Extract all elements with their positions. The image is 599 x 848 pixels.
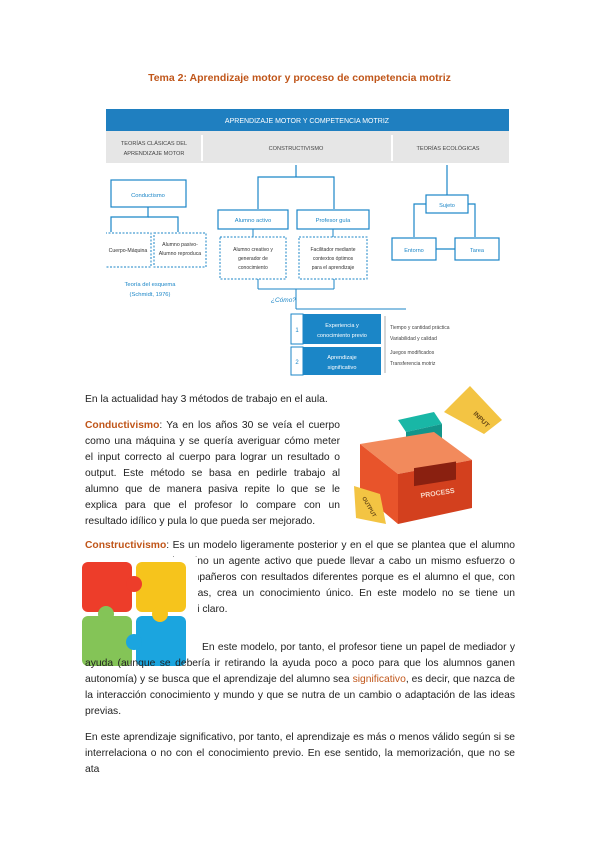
creativo-line1: Alumno creativo y bbox=[233, 247, 273, 253]
conductismo-box bbox=[110, 179, 187, 208]
conductismo-keyword: Conductivismo bbox=[85, 420, 160, 431]
significativo-keyword: significativo bbox=[352, 674, 406, 685]
facilitador-line2: contextos óptimos bbox=[313, 256, 354, 262]
modelo-paragraph: En este modelo, por tanto, el profesor t… bbox=[85, 642, 515, 717]
esquema-line2: (Schmidt, 1976) bbox=[130, 292, 171, 298]
concept-diagram: APRENDIZAJE MOTOR Y COMPETENCIA MOTRIZ T… bbox=[106, 109, 509, 376]
esquema-line1: Teoría del esquema bbox=[125, 282, 177, 288]
facilitador-line1: Facilitador mediante bbox=[310, 247, 355, 253]
list-item-3: Juegos modificados bbox=[390, 350, 435, 356]
conductismo-paragraph: Conductivismo: Ya en los años 30 se veía… bbox=[85, 420, 340, 527]
process-machine-illustration: INPUT PROCESS OUTPUT bbox=[354, 386, 502, 524]
col1-line2: APRENDIZAJE MOTOR bbox=[124, 151, 185, 157]
col3-heading: TEORÍAS ECOLÓGICAS bbox=[416, 145, 479, 152]
profesor-guia: Profesor guía bbox=[316, 218, 352, 224]
col1-line1: TEORÍAS CLÁSICAS DEL bbox=[121, 140, 187, 147]
conductismo-label: Conductismo bbox=[131, 193, 165, 199]
pasivo-line1: Alumno pasivo- bbox=[162, 242, 198, 248]
list-item-1: Tiempo y cantidad práctica bbox=[390, 325, 450, 331]
diagram-header-bar bbox=[106, 109, 509, 131]
constructivismo-keyword: Constructivismo bbox=[85, 540, 167, 551]
list-item-2: Variabilidad y calidad bbox=[390, 336, 437, 342]
puzzle-illustration bbox=[82, 562, 186, 666]
diagram-header: APRENDIZAJE MOTOR Y COMPETENCIA MOTRIZ bbox=[225, 118, 390, 125]
step2-line2: significativo bbox=[328, 365, 357, 371]
step2-line1: Aprendizaje bbox=[327, 355, 357, 361]
alumno-activo: Alumno activo bbox=[235, 218, 271, 224]
diagram-columns-bar bbox=[106, 131, 509, 163]
tarea: Tarea bbox=[470, 248, 485, 254]
entorno: Entorno bbox=[404, 248, 424, 254]
step1-number: 1 bbox=[295, 328, 299, 334]
creativo-line2: generador de bbox=[238, 256, 268, 262]
facilitador-line3: para el aprendizaje bbox=[312, 265, 355, 271]
step1-line2: conocimiento previo bbox=[317, 333, 367, 339]
step1-line1: Experiencia y bbox=[325, 323, 359, 329]
intro-paragraph: En la actualidad hay 3 métodos de trabaj… bbox=[85, 394, 328, 405]
pasivo-line2: Alumno reproduca bbox=[159, 251, 202, 257]
col2-heading: CONSTRUCTIVISMO bbox=[269, 146, 324, 152]
list-item-4: Transferencia motriz bbox=[390, 361, 436, 367]
creativo-line3: conocimiento bbox=[238, 265, 268, 271]
page-title: Tema 2: Aprendizaje motor y proceso de c… bbox=[148, 72, 451, 84]
sujeto: Sujeto bbox=[439, 203, 455, 209]
step2-box bbox=[303, 347, 381, 375]
ultimo-paragraph: En este aprendizaje significativo, por t… bbox=[85, 732, 515, 775]
cuerpo-maquina: Cuerpo-Máquina bbox=[109, 248, 148, 254]
step2-number: 2 bbox=[295, 360, 299, 366]
step1-box bbox=[303, 314, 381, 344]
como-label: ¿Cómo? bbox=[271, 297, 296, 304]
